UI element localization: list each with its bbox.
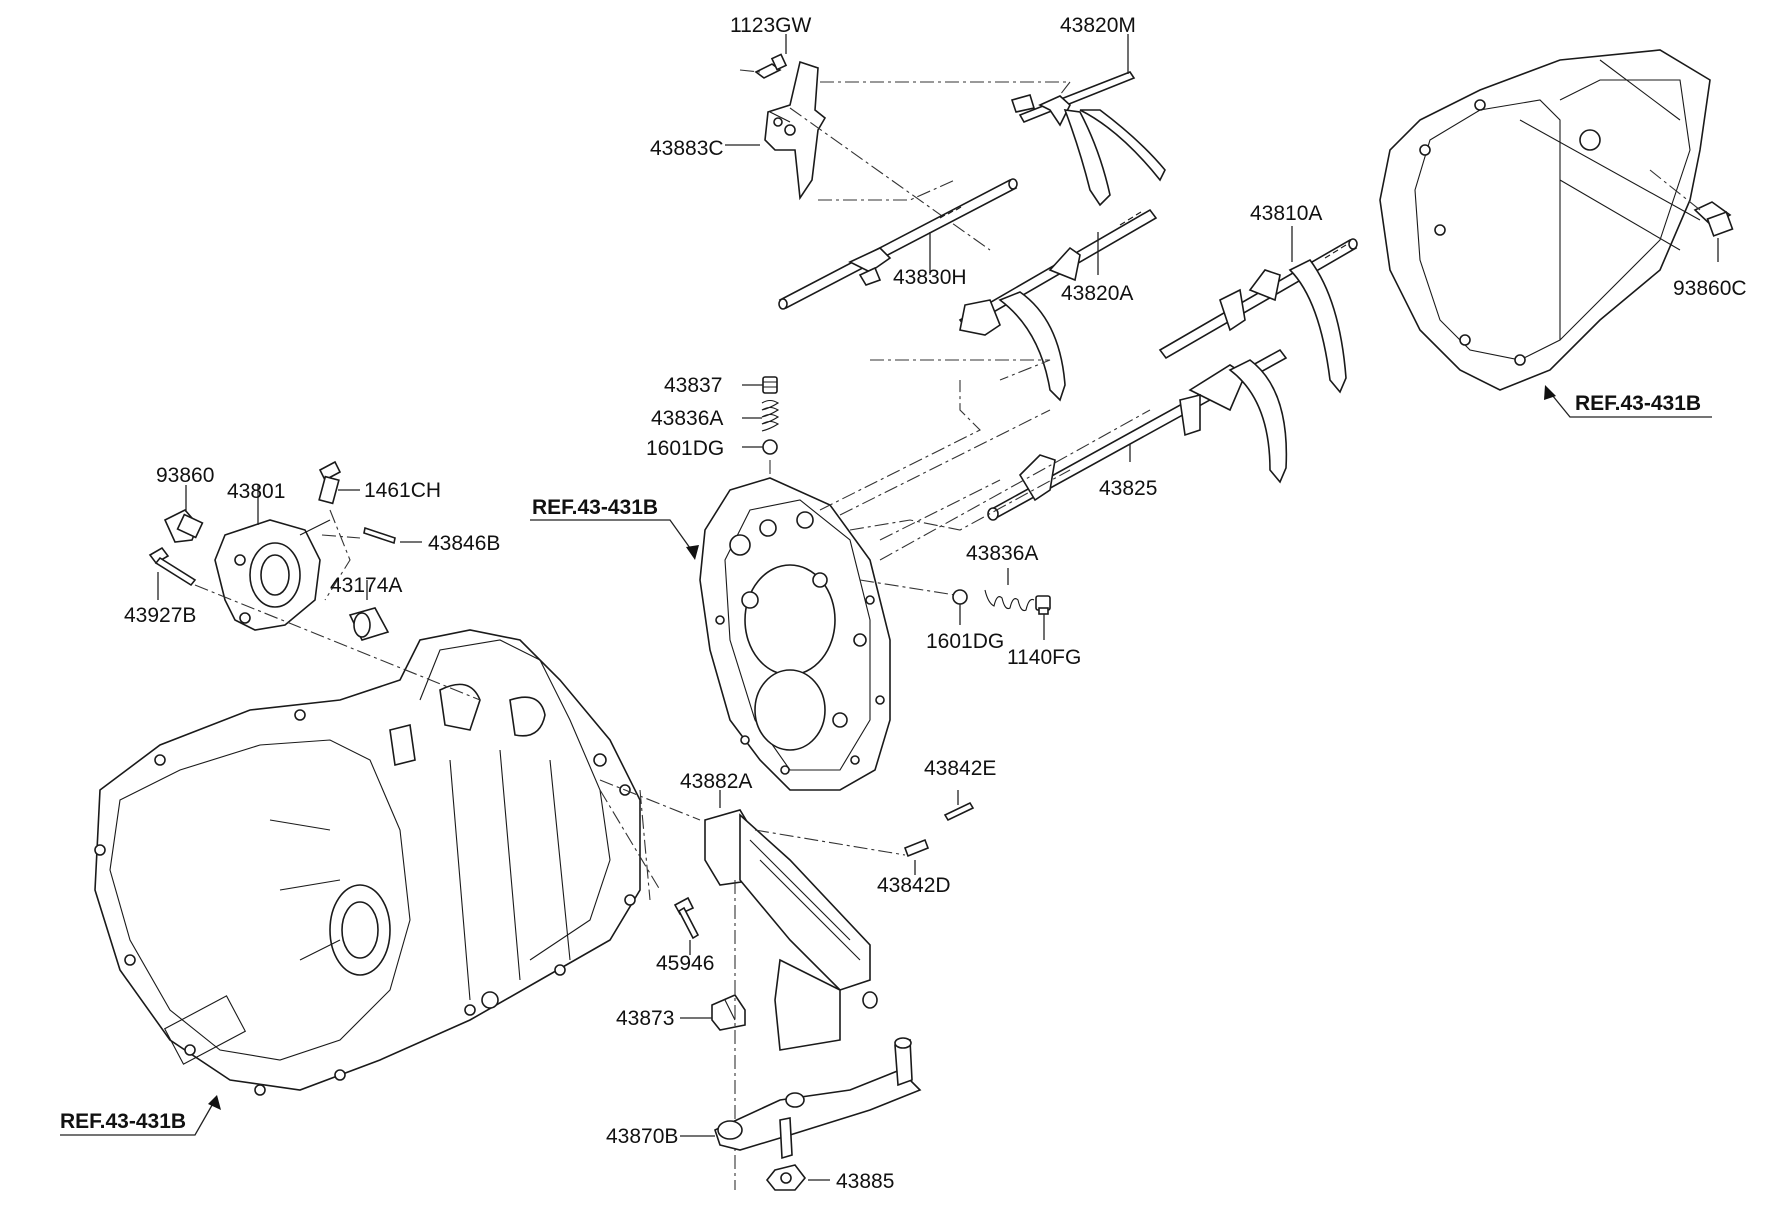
label-45946: 45946 [656,952,714,975]
ball-1601dg-top [762,439,778,455]
label-43825: 43825 [1099,477,1157,500]
shift-fork-43820m [1010,71,1166,207]
label-1601dg-top: 1601DG [646,437,724,460]
spring-43836a-top [761,399,780,432]
label-1140fg: 1140FG [1007,646,1081,669]
label-43836a-top: 43836A [651,407,723,430]
label-43801: 43801 [227,480,285,503]
pin-43842e [943,801,975,822]
label-1461ch: 1461CH [364,479,441,502]
bracket-43883c [764,60,827,201]
ref-label-middle: REF.43-431B [532,496,658,519]
pin-43842d [903,838,930,858]
ref-arrow-middle [530,519,699,560]
pin-1461ch [318,460,342,505]
transmission-housing-left [94,629,641,1096]
bolt-43927b [148,546,197,587]
ball-1601dg-right [952,589,968,605]
label-43836a-right: 43836A [966,542,1038,565]
bolt-45946 [673,896,700,940]
sensor-93860c [1693,201,1734,237]
nut-43885 [765,1164,807,1191]
shift-rod-43810a [1158,238,1358,394]
shift-rod-43830h [778,178,1018,310]
ref-label-bottom: REF.43-431B [60,1110,186,1133]
housing-43801 [214,519,331,631]
plug-43837 [762,376,778,394]
shift-rod-43825 [987,348,1288,521]
label-43810a: 43810A [1250,202,1322,225]
clip-43873 [711,993,746,1031]
pin-43846b [363,526,396,545]
label-1123gw: 1123GW [730,14,811,37]
label-93860: 93860 [156,464,214,487]
bushing-43174a [348,607,390,641]
ref-label-right: REF.43-431B [1575,392,1701,415]
transmission-case-right [1379,49,1711,391]
label-43820a: 43820A [1061,282,1133,305]
spring-43836a-right [984,589,1035,612]
intermediate-plate [699,477,891,791]
label-43174a: 43174A [330,574,402,597]
shift-fork-43820a [958,208,1158,402]
label-43927b: 43927B [124,604,196,627]
shift-plate-43870b [714,1037,922,1160]
label-43883c: 43883C [650,137,724,160]
label-43842e: 43842E [924,757,996,780]
label-43870b: 43870B [606,1125,678,1148]
label-43837: 43837 [664,374,722,397]
ref-arrow-right [1544,385,1712,418]
label-43846b: 43846B [428,532,500,555]
plug-1140fg [1035,595,1051,615]
label-1601dg-right: 1601DG [926,630,1004,653]
sensor-93860 [163,509,204,543]
label-43830h: 43830H [893,266,967,289]
bolt-1123gw [754,53,788,79]
label-43842d: 43842D [877,874,951,897]
ref-arrow-bottom [60,1095,221,1136]
label-43882a: 43882A [680,770,752,793]
label-43885: 43885 [836,1170,894,1193]
label-93860c: 93860C [1673,277,1747,300]
label-43820m: 43820M [1060,14,1136,37]
lever-bracket-43882a [704,809,878,1051]
label-43873: 43873 [616,1007,674,1030]
